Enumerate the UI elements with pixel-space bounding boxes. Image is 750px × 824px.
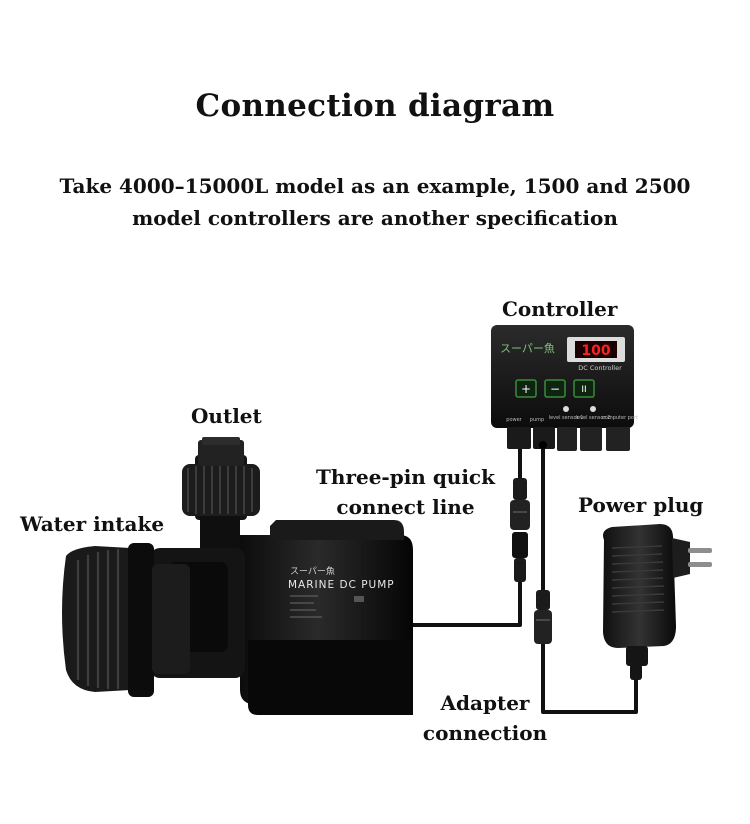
diagram-subtitle: Take 4000–15000L model as an example, 15… bbox=[59, 174, 691, 230]
adapter-junction-icon bbox=[534, 590, 552, 644]
controller-pause-button-label: II bbox=[581, 385, 586, 395]
controller-minus-button-label: − bbox=[550, 382, 560, 396]
port-label-pump: pump bbox=[530, 417, 544, 423]
label-outlet: Outlet bbox=[191, 404, 262, 428]
pump-brand-text: スーパー魚 bbox=[290, 565, 335, 577]
three-pin-connector-icon bbox=[510, 478, 530, 582]
controller-brand-text: スーパー魚 bbox=[500, 342, 555, 355]
label-adapter-connection: Adapter connection bbox=[422, 691, 548, 745]
controller-device-icon: スーパー魚 100 DC Controller + − II power pum… bbox=[491, 325, 638, 451]
controller-display-value: 100 bbox=[581, 343, 610, 359]
port-label-power: power bbox=[506, 417, 522, 423]
cable-adapter-to-power-plug bbox=[541, 638, 638, 714]
controller-buttons: + − II bbox=[515, 379, 595, 398]
label-water-intake: Water intake bbox=[20, 512, 165, 536]
cables bbox=[410, 438, 638, 714]
label-power-plug: Power plug bbox=[578, 493, 704, 517]
port-label-computer-port: computer port bbox=[602, 415, 638, 421]
pump-device-icon: スーパー魚 MARINE DC PUMP bbox=[62, 437, 413, 715]
label-three-pin-quick-connect-line: Three-pin quick connect line bbox=[316, 465, 495, 519]
controller-name-text: DC Controller bbox=[578, 364, 622, 372]
port-label-level-sensor-2: level sensor 2 bbox=[576, 415, 611, 421]
power-plug-icon bbox=[603, 524, 712, 680]
label-controller: Controller bbox=[502, 297, 618, 321]
cable-quick-connect-to-pump bbox=[410, 578, 522, 627]
port-label-level-sensor-1: level sensor 1 bbox=[549, 415, 584, 421]
diagram-title: Connection diagram bbox=[195, 88, 555, 124]
pump-name-text: MARINE DC PUMP bbox=[288, 579, 395, 591]
controller-plus-button-label: + bbox=[521, 382, 531, 396]
